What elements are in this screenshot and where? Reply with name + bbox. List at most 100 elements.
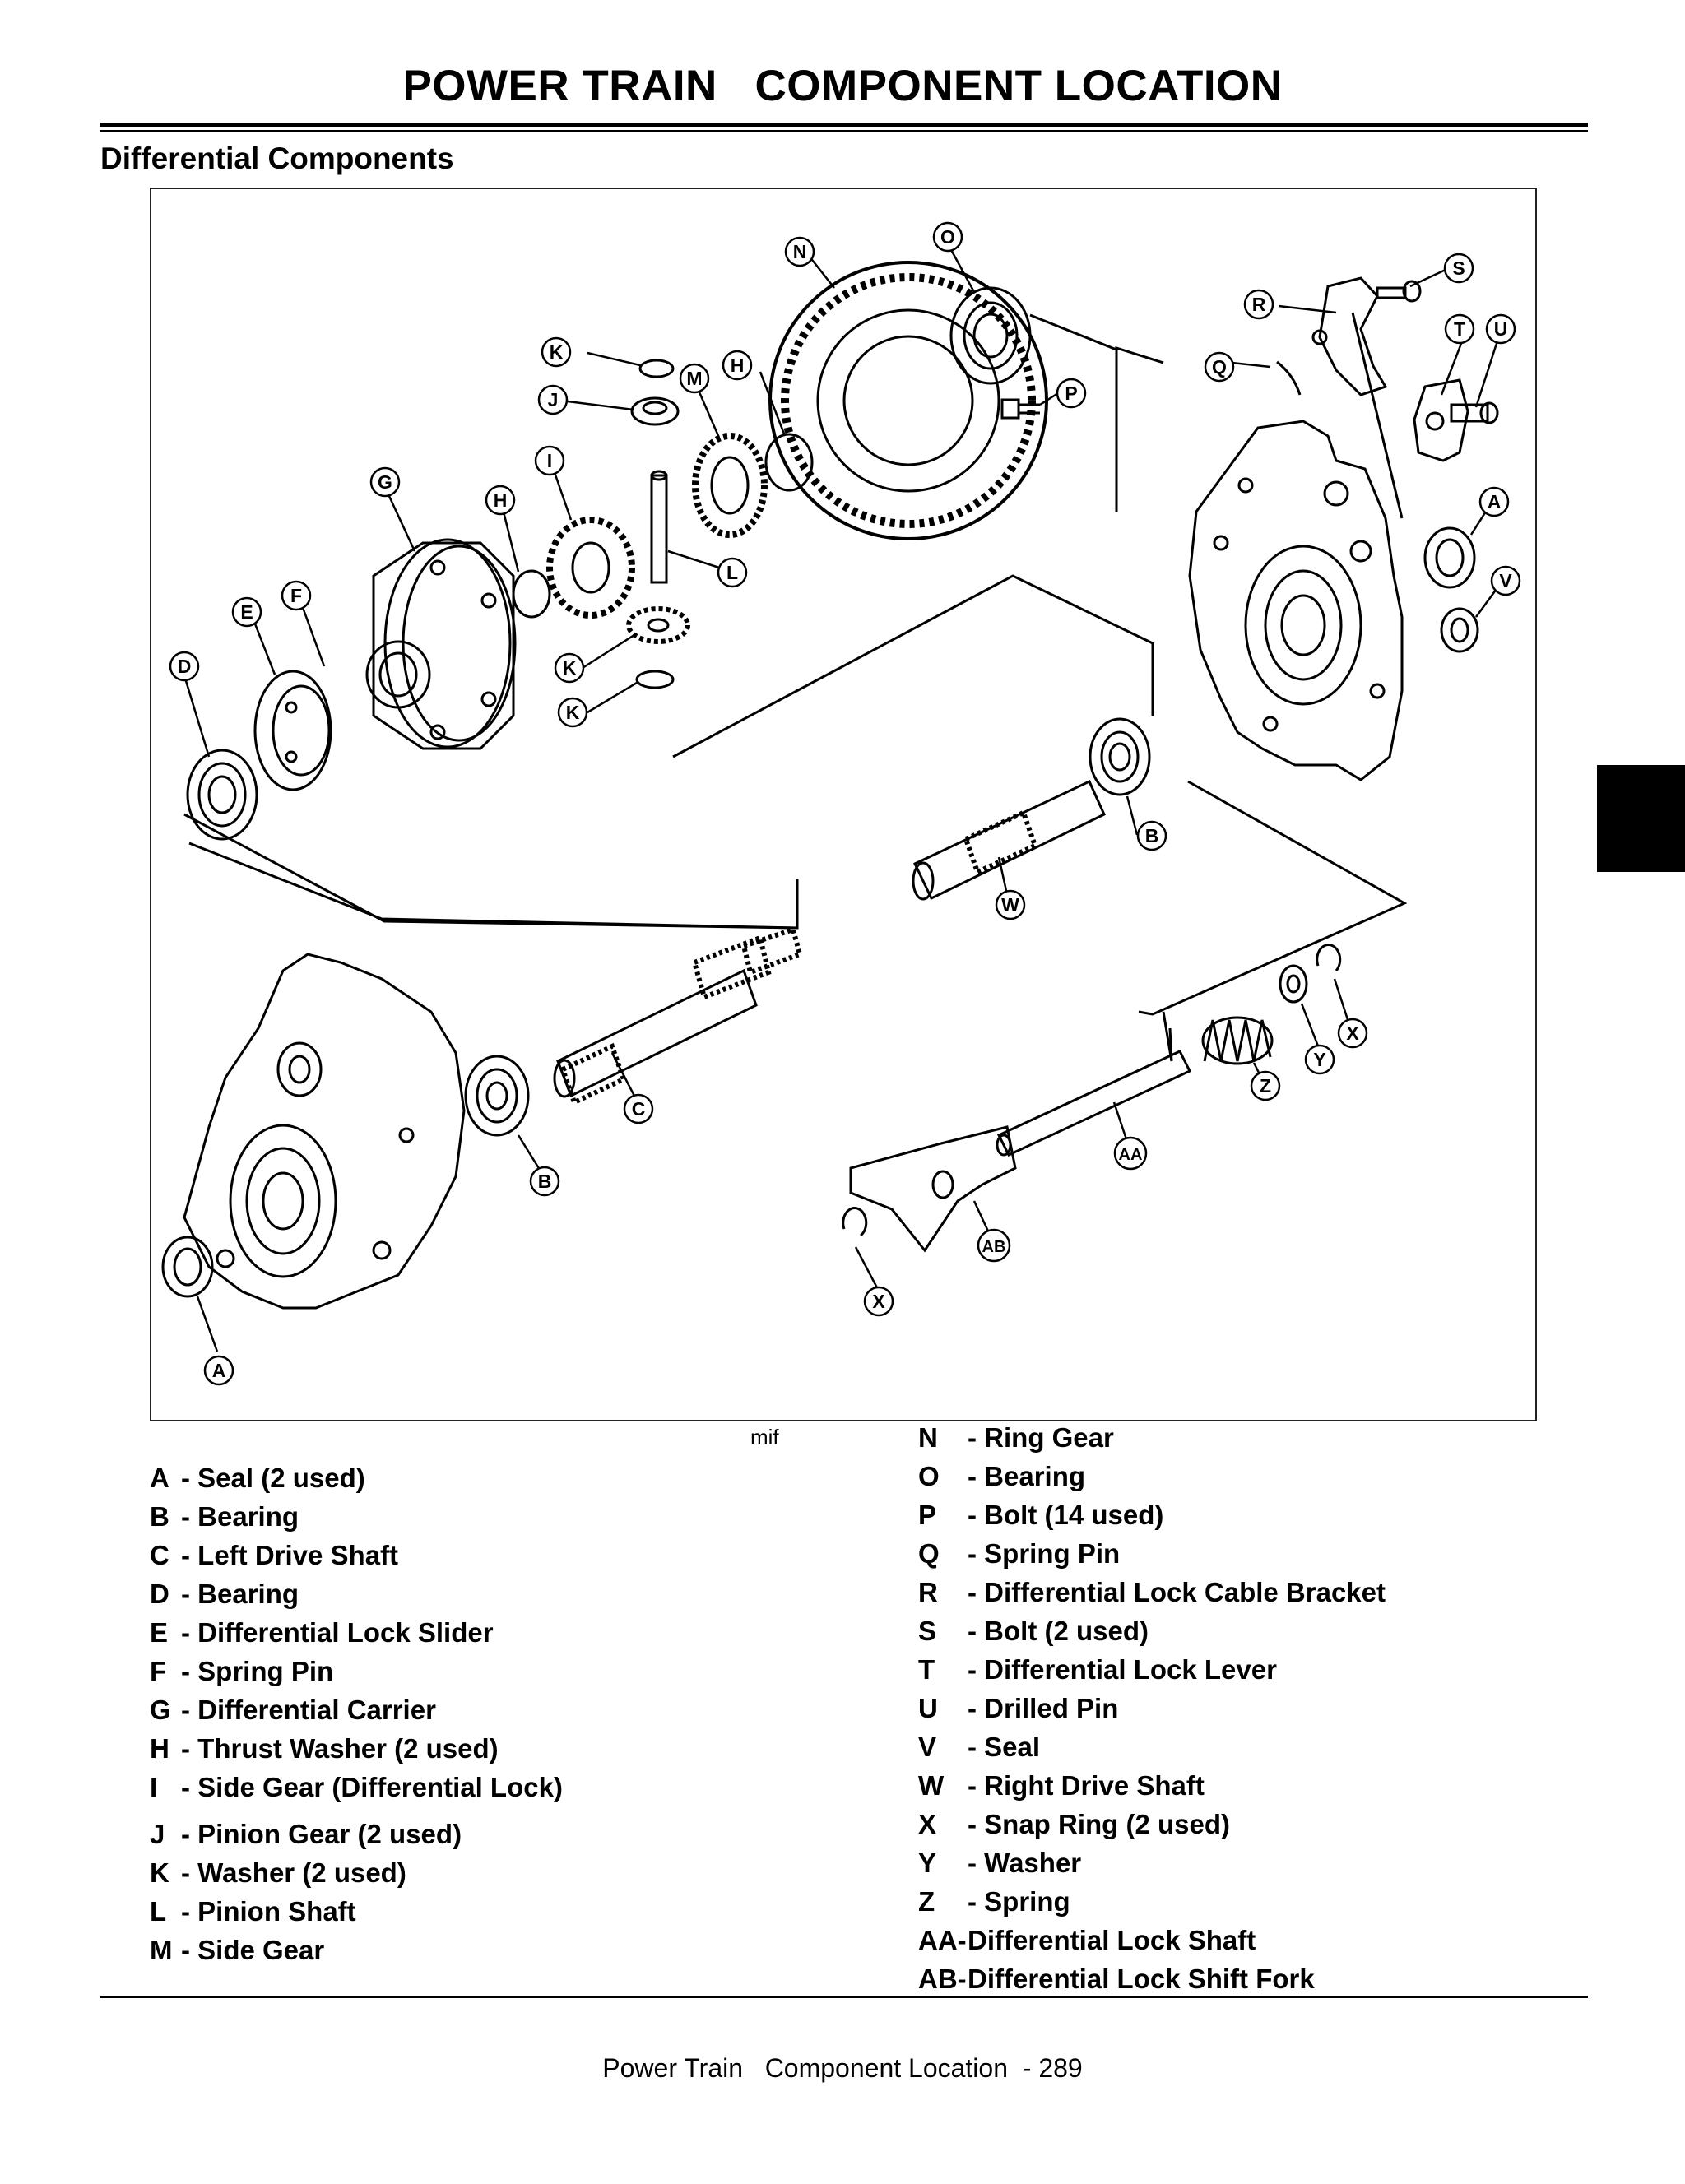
legend-key: V — [918, 1732, 937, 1762]
left-drive-shaft-c — [553, 926, 803, 1106]
callout-letter: R — [1252, 294, 1266, 315]
bearing-b-left — [464, 1055, 530, 1137]
callout-h: H — [485, 485, 516, 516]
callout-ab: AB — [977, 1228, 1011, 1263]
legend-item-o: O- Bearing — [918, 1461, 1085, 1492]
callout-circle — [1485, 313, 1516, 345]
legend-key: R — [918, 1577, 938, 1607]
legend-key: F — [150, 1656, 167, 1686]
differential-carrier — [365, 538, 517, 750]
callout-x: X — [1337, 1018, 1368, 1049]
callout-p: P — [1056, 378, 1087, 409]
legend-item-r: R- Differential Lock Cable Bracket — [918, 1577, 1386, 1608]
legend-item-d: D- Bearing — [150, 1579, 299, 1610]
legend-label: - Left Drive Shaft — [181, 1540, 399, 1570]
page-title: POWER TRAIN COMPONENT LOCATION — [402, 62, 1283, 110]
legend-label: - Differential Lock Lever — [968, 1654, 1277, 1685]
snap-ring-x-upper — [1316, 944, 1342, 971]
callout-letter: D — [178, 656, 192, 677]
callout-m: M — [679, 363, 710, 394]
pinion-gear-lower — [626, 606, 690, 644]
callout-letter: E — [240, 601, 253, 623]
legend-key: K — [150, 1857, 169, 1888]
legend-item-f: F- Spring Pin — [150, 1656, 333, 1687]
washer-k-top — [638, 359, 675, 378]
callout-letter: Z — [1260, 1075, 1271, 1097]
legend-label: - Differential Carrier — [181, 1695, 436, 1725]
bearing-b-right — [1089, 717, 1151, 796]
legend-key: G — [150, 1695, 171, 1725]
legend-label: - Thrust Washer (2 used) — [181, 1733, 499, 1764]
callout-circle — [1490, 565, 1521, 596]
callout-letter: F — [290, 585, 302, 606]
left-transaxle-case — [183, 953, 466, 1310]
callout-letter: C — [632, 1098, 646, 1120]
callout-n: N — [784, 236, 815, 267]
legend-item-e: E- Differential Lock Slider — [150, 1617, 494, 1648]
pinion-gear-j-top — [630, 396, 680, 426]
header-rule-thick — [100, 123, 1588, 127]
leader-lines — [179, 246, 1505, 1352]
callout-letter: T — [1454, 318, 1465, 340]
legend-key: I — [150, 1772, 158, 1802]
callout-circle — [784, 236, 815, 267]
pinion-shaft-l — [650, 470, 668, 584]
bolt-p — [1000, 398, 1040, 420]
seal-a-right — [1423, 526, 1476, 589]
callout-b: B — [529, 1166, 560, 1197]
callout-circle — [1136, 820, 1167, 851]
legend-key: J — [150, 1819, 165, 1849]
callout-letter: L — [726, 562, 738, 583]
callout-letter: I — [547, 450, 552, 471]
callout-circle — [995, 889, 1026, 920]
spring-z — [1201, 1016, 1274, 1065]
callout-circle — [1443, 253, 1474, 284]
callout-j: J — [537, 384, 569, 415]
callout-circle — [281, 580, 312, 611]
legend-key: E — [150, 1617, 169, 1648]
callout-letter: N — [793, 241, 807, 262]
ring-gear — [768, 261, 1048, 540]
legend-key: Q — [918, 1538, 940, 1569]
callout-d: D — [169, 651, 200, 682]
lock-lever-t — [1413, 378, 1469, 462]
callout-circle — [1113, 1136, 1148, 1171]
callout-circle — [1337, 1018, 1368, 1049]
callout-r: R — [1243, 289, 1274, 320]
legend-item-p: P- Bolt (14 used) — [918, 1500, 1163, 1531]
callout-a: A — [1478, 486, 1510, 517]
legend-key: T — [918, 1654, 935, 1685]
legend-label: - Washer — [968, 1848, 1082, 1878]
page-footer: Power Train Component Location - 289 — [602, 2053, 1083, 2083]
callout-letter: J — [548, 389, 559, 410]
legend-label: - Spring — [968, 1886, 1070, 1917]
callout-circle — [1304, 1044, 1335, 1075]
lock-shaft-aa — [996, 1011, 1192, 1157]
callout-letter: S — [1452, 257, 1465, 279]
legend-label: - Spring Pin — [968, 1538, 1121, 1569]
callout-circle — [1056, 378, 1087, 409]
callout-letter: AB — [982, 1238, 1006, 1256]
callout-i: I — [534, 445, 565, 476]
callout-circle — [623, 1093, 654, 1124]
callout-u: U — [1485, 313, 1516, 345]
legend-label: - Side Gear — [181, 1935, 325, 1965]
callout-y: Y — [1304, 1044, 1335, 1075]
side-gear-m — [692, 433, 768, 538]
side-gear-i — [546, 517, 635, 619]
legend-label: - Right Drive Shaft — [968, 1770, 1205, 1801]
callout-circle — [1444, 313, 1475, 345]
washer-k-lower — [635, 670, 675, 689]
callout-letter: A — [1488, 491, 1502, 512]
callout-circle — [932, 221, 963, 253]
thrust-washer-h-right — [764, 433, 814, 492]
legend-label: - Bolt (14 used) — [968, 1500, 1164, 1530]
left-shaft-frame — [188, 842, 797, 930]
legend-key: L — [150, 1896, 167, 1927]
right-shaft-frame — [672, 574, 1154, 758]
legend-item-w: W- Right Drive Shaft — [918, 1770, 1205, 1801]
callout-letter: P — [1065, 383, 1077, 404]
right-transaxle-case — [1188, 420, 1404, 781]
legend-label: - Bearing — [181, 1579, 299, 1609]
callout-circle — [369, 466, 401, 498]
